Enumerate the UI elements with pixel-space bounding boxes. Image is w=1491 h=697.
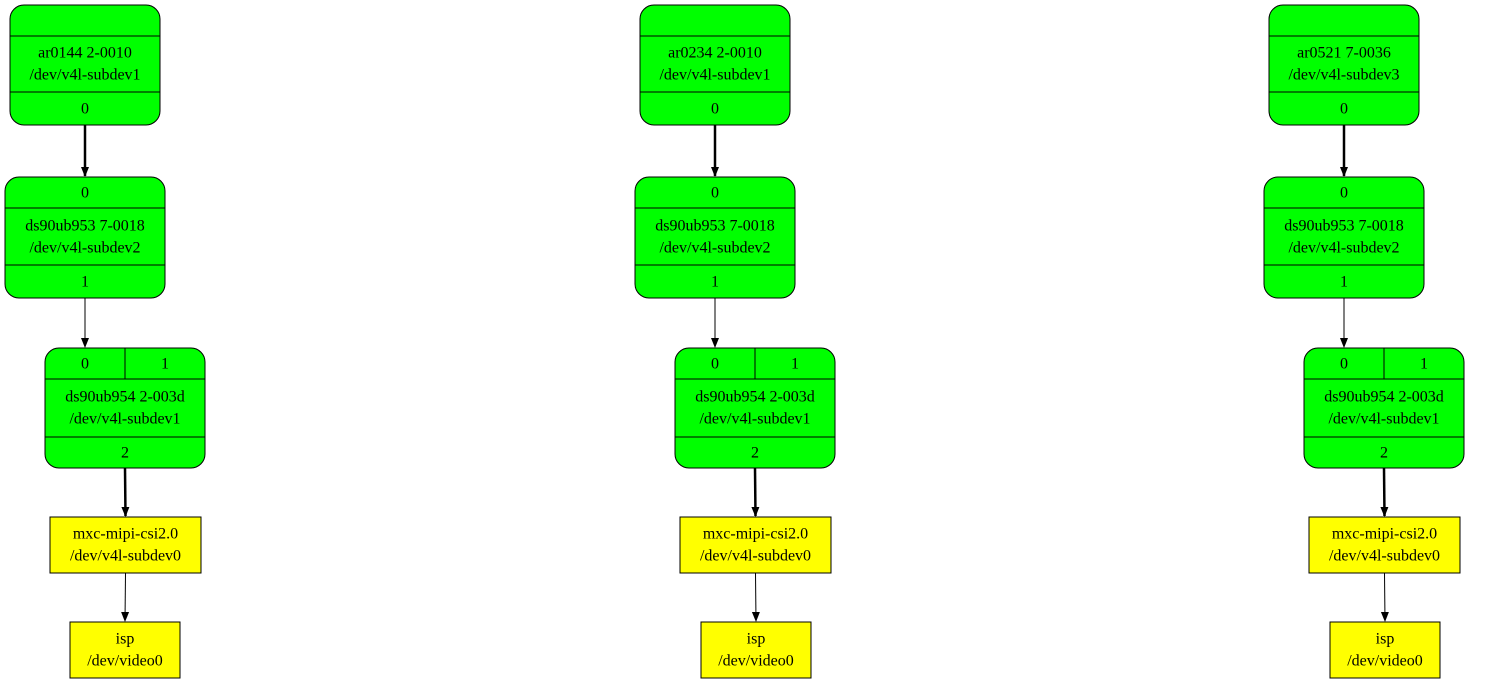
csi-node: mxc-mipi-csi2.0/dev/v4l-subdev0: [679, 516, 832, 574]
csi-name: mxc-mipi-csi2.0: [1332, 526, 1437, 543]
isp-device-path: /dev/video0: [718, 653, 794, 670]
deserializer-name: ds90ub954 2-003d: [1324, 389, 1444, 406]
edge-deserializer-to-csi: [121, 467, 130, 517]
serializer-pad-in: 0: [1340, 185, 1348, 202]
deserializer-device-path: /dev/v4l-subdev1: [69, 411, 180, 428]
deserializer-pad-out: 2: [751, 445, 759, 462]
serializer-device-path: /dev/v4l-subdev2: [29, 240, 140, 257]
edge-deserializer-to-csi: [751, 467, 760, 517]
serializer-name: ds90ub953 7-0018: [25, 218, 145, 235]
pipeline-1: ar0144 2-0010/dev/v4l-subdev1 0 0 ds90ub953…: [4, 4, 206, 679]
csi-name: mxc-mipi-csi2.0: [73, 526, 178, 543]
pipeline-2: ar0234 2-0010/dev/v4l-subdev1 0 0 ds90ub953…: [634, 4, 836, 679]
csi-node-box: [1308, 516, 1461, 574]
deserializer-pad-out: 2: [1380, 445, 1388, 462]
serializer-node: 0 ds90ub953 7-0018/dev/v4l-subdev2 1: [634, 176, 796, 299]
edge-csi-to-isp: [121, 572, 130, 622]
deserializer-name: ds90ub954 2-003d: [65, 389, 185, 406]
serializer-node: 0 ds90ub953 7-0018/dev/v4l-subdev2 1: [1263, 176, 1425, 299]
serializer-device-path: /dev/v4l-subdev2: [1288, 240, 1399, 257]
isp-name: isp: [116, 631, 135, 648]
serializer-pad-in: 0: [81, 185, 89, 202]
sensor-pad-out: 0: [1340, 101, 1348, 118]
csi-device-path: /dev/v4l-subdev0: [70, 548, 181, 565]
isp-device-path: /dev/video0: [1347, 653, 1423, 670]
isp-node-box: [700, 621, 812, 679]
deserializer-pad-in-1: 1: [1420, 356, 1428, 373]
edge-csi-to-isp: [1380, 572, 1389, 622]
serializer-device-path: /dev/v4l-subdev2: [659, 240, 770, 257]
edge-csi-to-isp: [751, 572, 760, 622]
deserializer-node: 0 1 ds90ub954 2-003d/dev/v4l-subdev1 2: [674, 347, 836, 469]
deserializer-pad-out: 2: [121, 445, 129, 462]
deserializer-pad-in-1: 1: [791, 356, 799, 373]
isp-node-box: [69, 621, 181, 679]
sensor-name: ar0521 7-0036: [1297, 45, 1391, 62]
serializer-name: ds90ub953 7-0018: [655, 218, 775, 235]
sensor-name: ar0144 2-0010: [38, 45, 132, 62]
isp-node: isp/dev/video0: [1329, 621, 1441, 679]
edge-deserializer-to-csi: [1380, 467, 1389, 517]
isp-node: isp/dev/video0: [700, 621, 812, 679]
sensor-node: ar0144 2-0010/dev/v4l-subdev1 0: [9, 4, 161, 126]
sensor-device-path: /dev/v4l-subdev1: [659, 67, 770, 84]
serializer-node: 0 ds90ub953 7-0018/dev/v4l-subdev2 1: [4, 176, 166, 299]
isp-node: isp/dev/video0: [69, 621, 181, 679]
sensor-node: ar0521 7-0036/dev/v4l-subdev3 0: [1268, 4, 1420, 126]
isp-device-path: /dev/video0: [87, 653, 163, 670]
deserializer-pad-in-0: 0: [711, 356, 719, 373]
serializer-pad-out: 1: [711, 274, 719, 291]
csi-node: mxc-mipi-csi2.0/dev/v4l-subdev0: [49, 516, 202, 574]
serializer-pad-out: 1: [1340, 274, 1348, 291]
csi-device-path: /dev/v4l-subdev0: [700, 548, 811, 565]
sensor-node: ar0234 2-0010/dev/v4l-subdev1 0: [639, 4, 791, 126]
serializer-pad-out: 1: [81, 274, 89, 291]
sensor-device-path: /dev/v4l-subdev1: [29, 67, 140, 84]
deserializer-pad-in-0: 0: [1340, 356, 1348, 373]
csi-device-path: /dev/v4l-subdev0: [1329, 548, 1440, 565]
deserializer-node: 0 1 ds90ub954 2-003d/dev/v4l-subdev1 2: [44, 347, 206, 469]
csi-name: mxc-mipi-csi2.0: [703, 526, 808, 543]
sensor-pad-out: 0: [711, 101, 719, 118]
sensor-device-path: /dev/v4l-subdev3: [1288, 67, 1399, 84]
isp-node-box: [1329, 621, 1441, 679]
sensor-name: ar0234 2-0010: [668, 45, 762, 62]
deserializer-name: ds90ub954 2-003d: [695, 389, 815, 406]
deserializer-device-path: /dev/v4l-subdev1: [699, 411, 810, 428]
pipeline-3: ar0521 7-0036/dev/v4l-subdev3 0 0 ds90ub953…: [1263, 4, 1465, 679]
sensor-pad-out: 0: [81, 101, 89, 118]
deserializer-pad-in-0: 0: [81, 356, 89, 373]
csi-node: mxc-mipi-csi2.0/dev/v4l-subdev0: [1308, 516, 1461, 574]
deserializer-device-path: /dev/v4l-subdev1: [1328, 411, 1439, 428]
deserializer-pad-in-1: 1: [161, 356, 169, 373]
isp-name: isp: [1376, 631, 1395, 648]
isp-name: isp: [747, 631, 766, 648]
serializer-name: ds90ub953 7-0018: [1284, 218, 1404, 235]
deserializer-node: 0 1 ds90ub954 2-003d/dev/v4l-subdev1 2: [1303, 347, 1465, 469]
serializer-pad-in: 0: [711, 185, 719, 202]
